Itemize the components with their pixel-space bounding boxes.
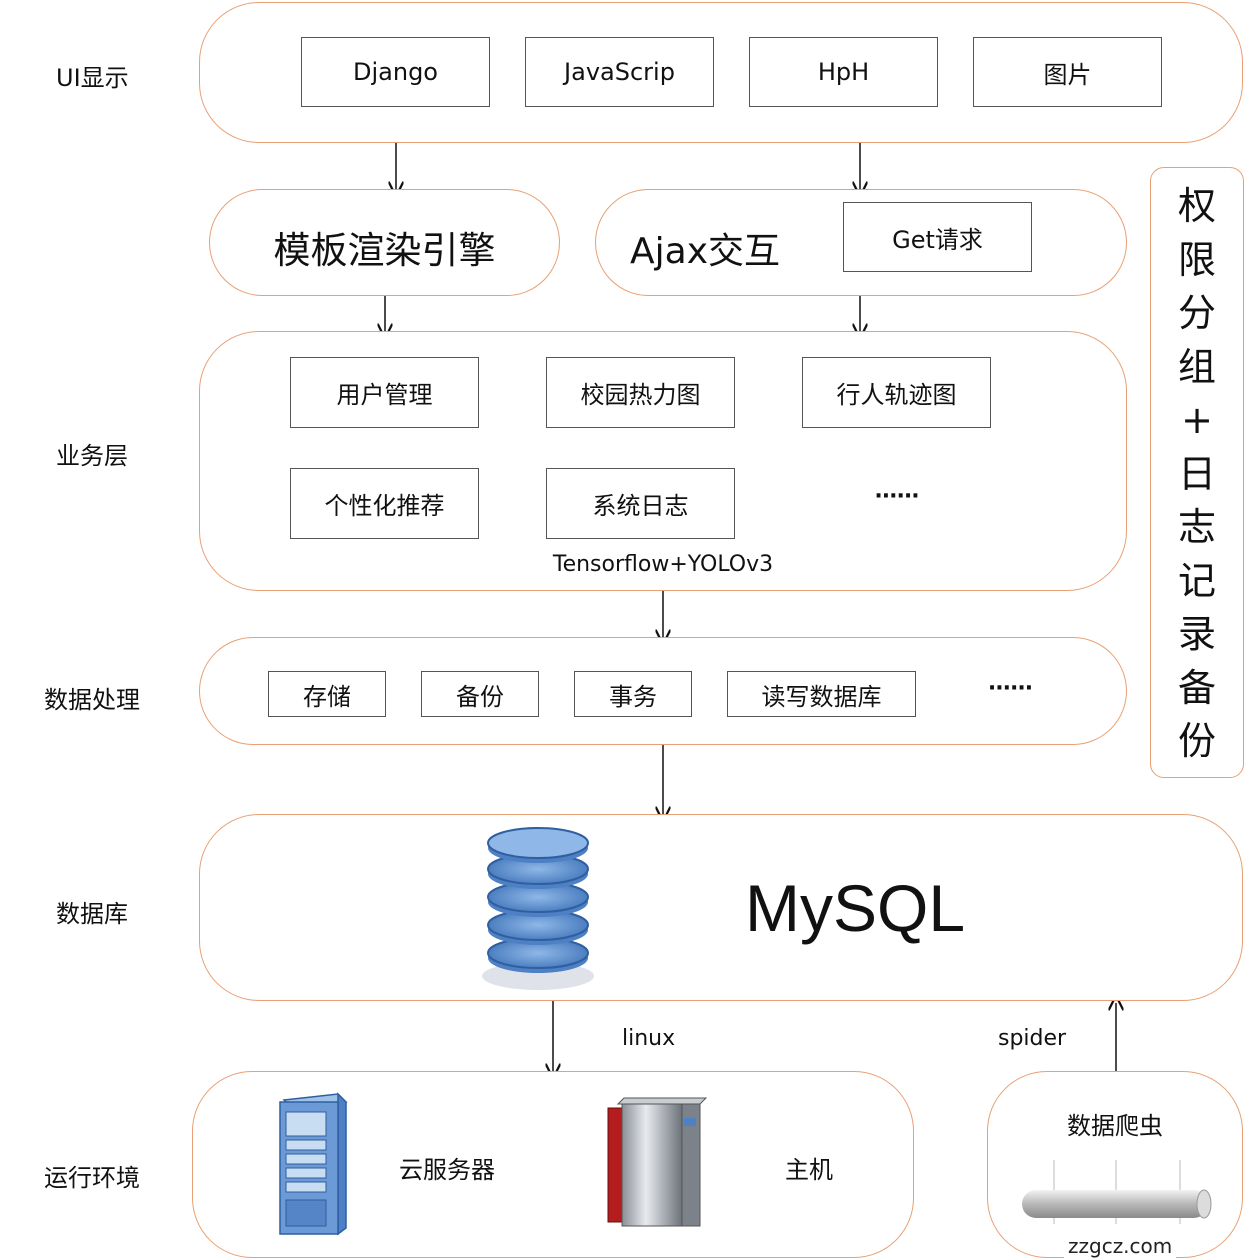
side-char: 限 [1177,237,1216,282]
server-icon [279,1092,348,1236]
ui-box-django: Django [301,37,490,107]
layer-label-business: 业务层 [56,442,128,470]
side-char: 记 [1177,558,1216,603]
side-char: + [1181,398,1213,442]
side-char: 份 [1177,719,1216,763]
template-engine-panel [209,189,560,296]
side-char: 日 [1177,451,1216,496]
processing-more-ellipsis: ······ [987,676,1033,701]
side-char: 录 [1177,612,1216,656]
get-request-box: Get请求 [843,202,1032,272]
module-user-management: 用户管理 [290,357,479,428]
spider-label: spider [998,1026,1067,1051]
permission-log-side-panel [1150,167,1244,778]
side-char: 志 [1177,505,1216,549]
proc-backup: 备份 [421,671,539,717]
template-engine-title: 模板渲染引擎 [273,229,496,272]
layer-label-ui: UI显示 [56,64,129,92]
mysql-title: MySQL [745,871,966,945]
proc-read-write-db: 读写数据库 [727,671,916,717]
pipe-icon [1022,1160,1212,1224]
module-system-log: 系统日志 [546,468,735,539]
module-pedestrian-trajectory: 行人轨迹图 [802,357,991,428]
side-char: 组 [1177,344,1216,389]
layer-label-database: 数据库 [56,900,128,928]
proc-storage: 存储 [268,671,386,717]
side-char: 备 [1177,665,1216,710]
layer-label-processing: 数据处理 [44,686,140,714]
host-label: 主机 [785,1156,833,1184]
watermark: zzgcz.com [1064,1234,1177,1258]
crawler-label: 数据爬虫 [1067,1112,1163,1140]
side-panel-text: 权 限 分 组 + 日 志 记 录 备 份 [1152,180,1242,769]
layer-label-runtime: 运行环境 [44,1164,140,1192]
host-icon [607,1097,708,1227]
crawler-panel [987,1071,1243,1258]
ajax-title: Ajax交互 [630,231,780,272]
proc-transaction: 事务 [574,671,692,717]
side-char: 权 [1177,184,1216,228]
linux-label: linux [622,1026,676,1051]
module-recommendation: 个性化推荐 [290,468,479,539]
ui-box-image: 图片 [973,37,1162,107]
business-more-ellipsis: ······ [874,484,919,509]
database-icon [482,827,594,990]
ui-box-hph: HpH [749,37,938,107]
database-layer-panel [199,814,1243,1001]
ui-box-javascript: JavaScrip [525,37,714,107]
tensorflow-label: Tensorflow+YOLOv3 [552,552,774,577]
module-campus-heatmap: 校园热力图 [546,357,735,428]
side-char: 分 [1177,291,1216,335]
cloud-server-label: 云服务器 [399,1156,495,1184]
